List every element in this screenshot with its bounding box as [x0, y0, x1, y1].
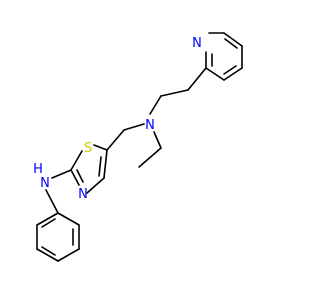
bond	[138, 147, 162, 168]
amino-hydrogen-label: H	[33, 162, 43, 177]
bond	[123, 123, 145, 131]
bond	[57, 212, 80, 226]
bond	[41, 246, 56, 256]
bond	[86, 177, 105, 194]
structure-diagram: N N S N N H	[33, 32, 243, 262]
ethyl-linker	[149, 67, 207, 115]
amine-nitrogen-label: N	[145, 118, 155, 133]
bond	[153, 131, 162, 149]
n-ethyl-branch	[138, 131, 162, 168]
bond	[51, 169, 72, 179]
phenyl-ring	[36, 212, 80, 262]
bond	[160, 89, 189, 97]
bond	[223, 65, 237, 75]
bond	[103, 149, 108, 179]
anilino-link	[45, 169, 72, 214]
bond	[98, 156, 102, 177]
bond	[205, 67, 225, 81]
bond	[93, 144, 108, 151]
bond	[70, 150, 83, 171]
bond	[36, 248, 59, 262]
bond	[223, 32, 243, 47]
bond	[57, 248, 80, 262]
molecule-drawing: N N S N N H	[33, 32, 243, 262]
atom-labels: N N S N N H	[33, 36, 202, 202]
bond	[36, 212, 59, 226]
bond	[76, 169, 84, 183]
pyridine-nitrogen-label: N	[192, 36, 202, 51]
bond	[224, 38, 238, 49]
bond	[70, 169, 80, 186]
bond	[149, 95, 162, 115]
amino-nitrogen-label: N	[40, 176, 50, 191]
bond	[45, 189, 59, 214]
bond	[41, 218, 56, 228]
bond	[223, 67, 243, 81]
methylene-linker	[106, 123, 145, 151]
thiazole-ring	[70, 144, 108, 194]
thiazole-nitrogen-label: N	[78, 187, 88, 202]
bond	[187, 67, 207, 91]
pyridine-ring	[205, 32, 243, 81]
thiazole-sulfur-label: S	[84, 141, 92, 156]
bond	[106, 129, 125, 151]
